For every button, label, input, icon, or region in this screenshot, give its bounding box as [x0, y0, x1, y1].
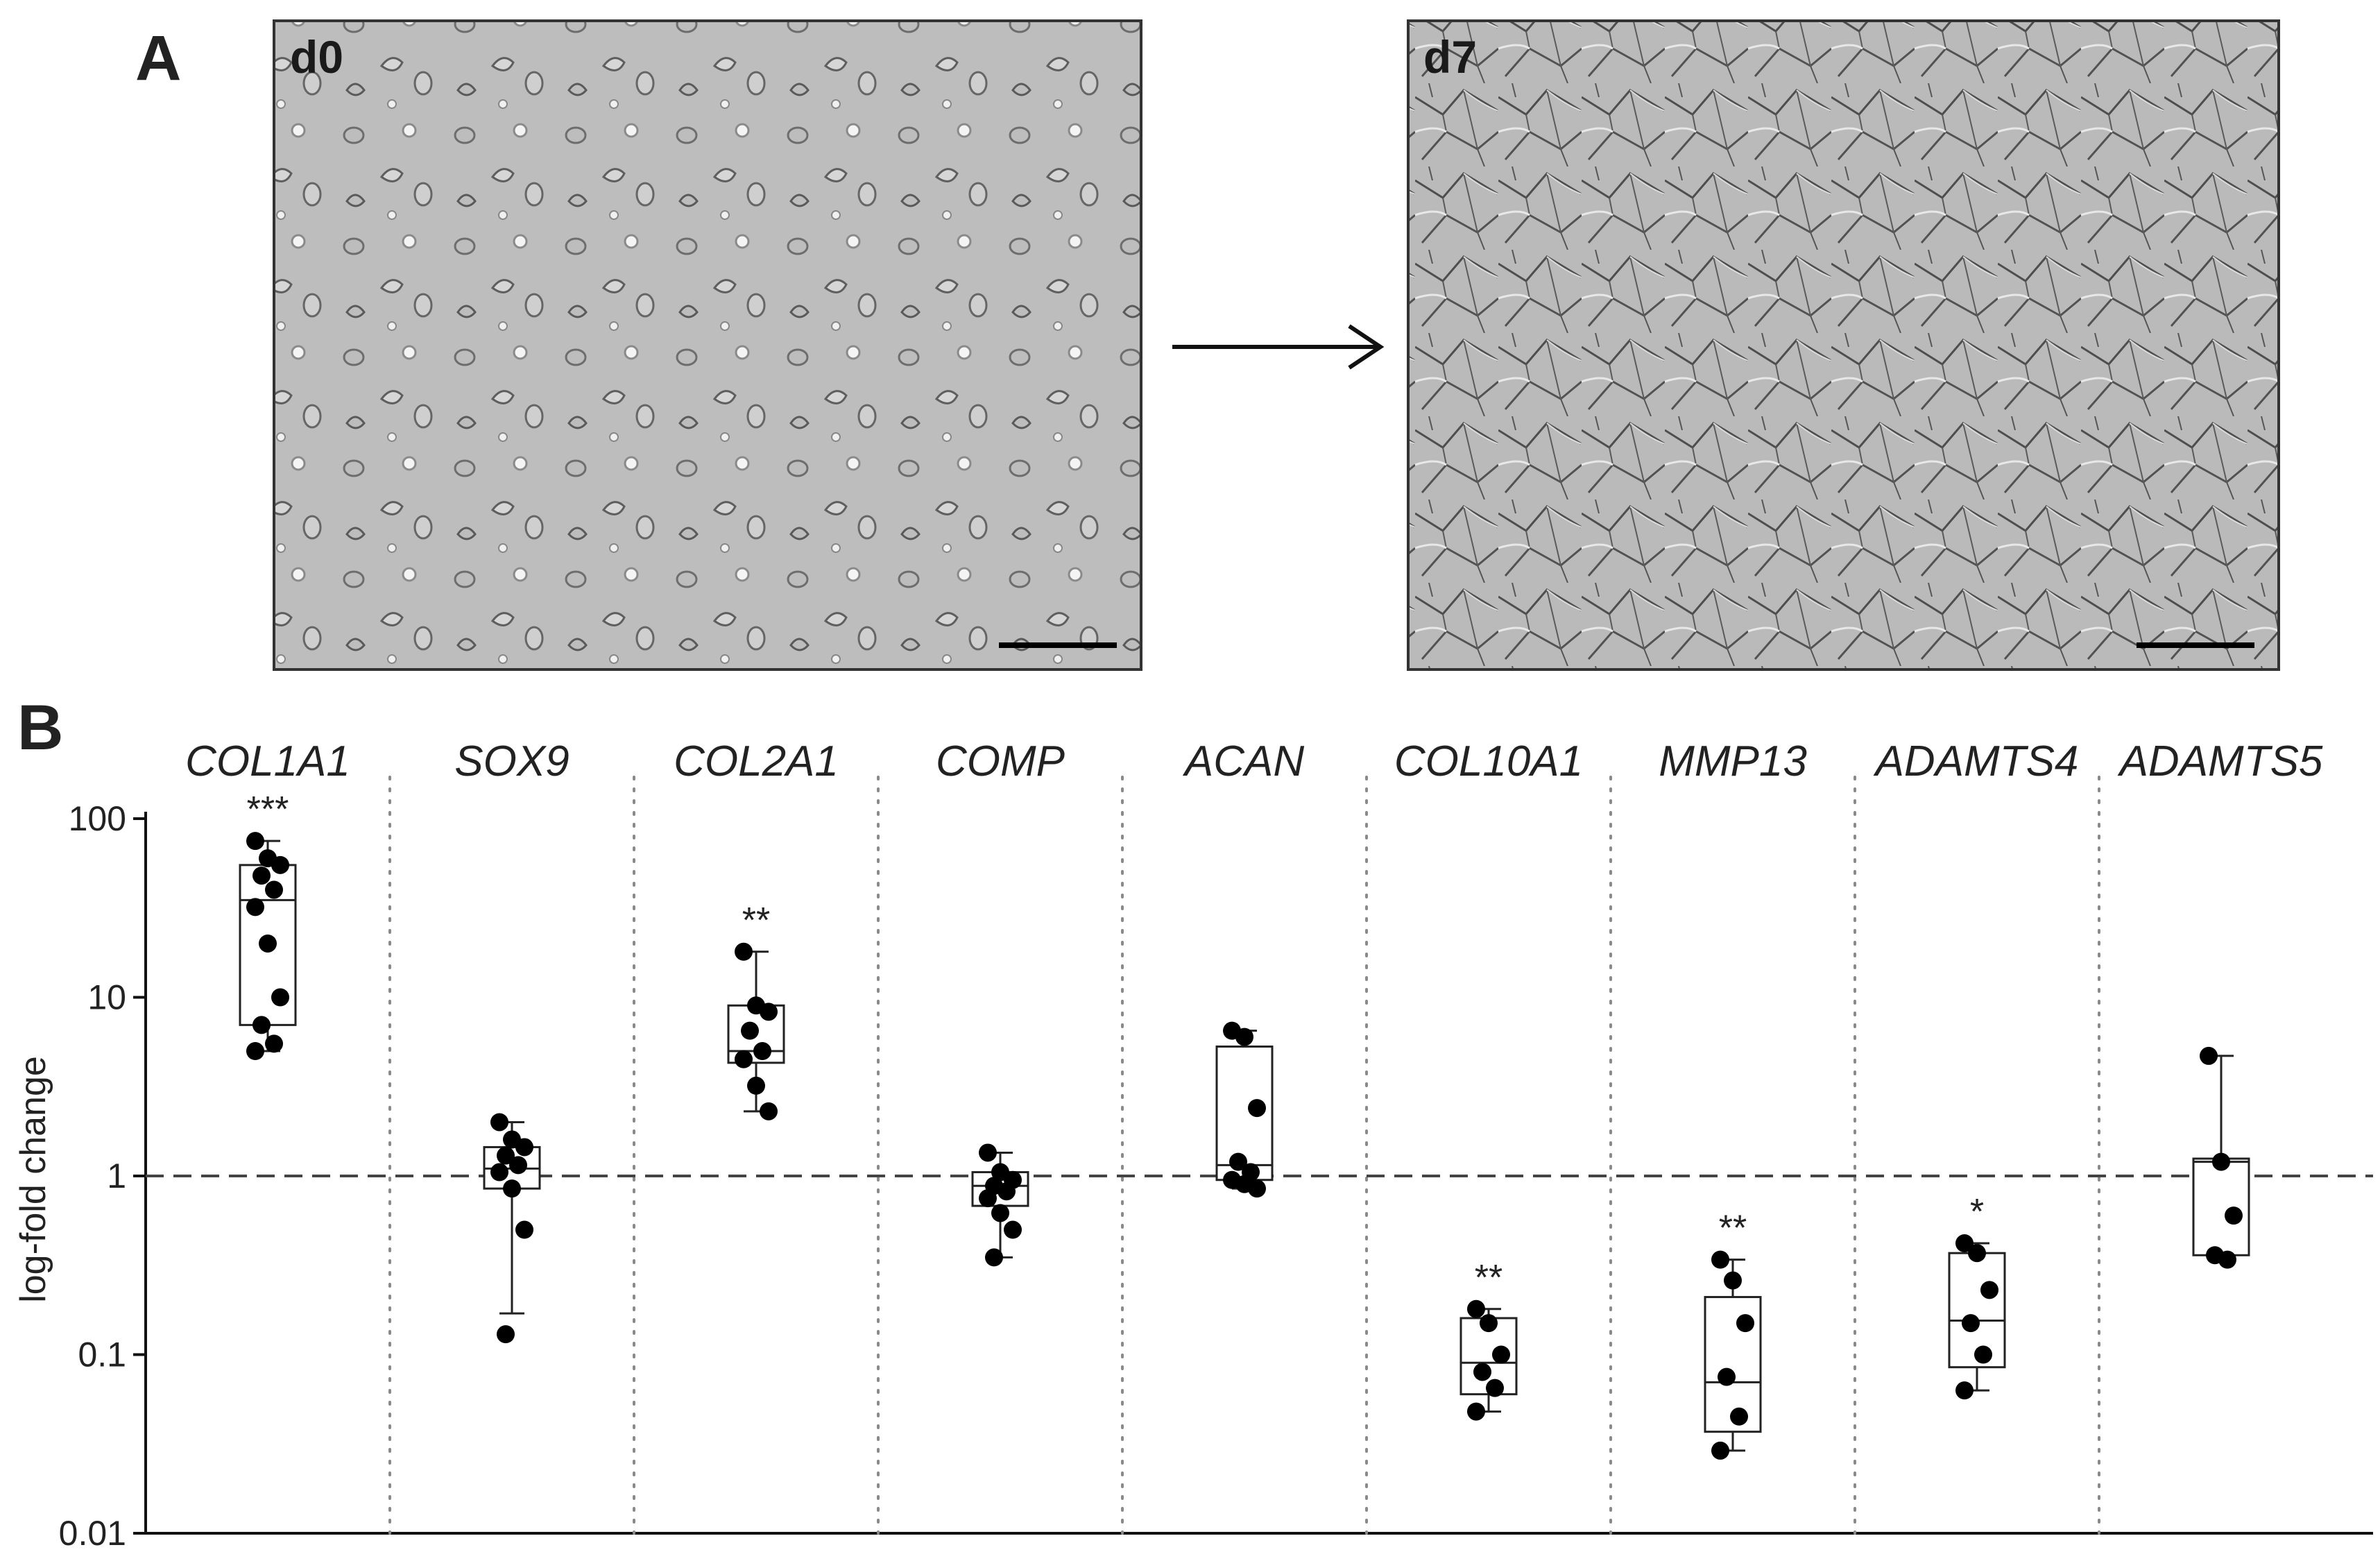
data-point: [1711, 1250, 1729, 1269]
data-point: [246, 1042, 264, 1061]
data-point: [271, 855, 289, 874]
data-point: [515, 1138, 533, 1157]
gene-label: COL10A1: [1394, 737, 1583, 785]
gene-label: ADAMTS4: [1873, 737, 2079, 785]
data-point: [1229, 1152, 1247, 1171]
data-point: [1248, 1179, 1266, 1198]
data-point: [2200, 1046, 2218, 1065]
data-point: [1718, 1367, 1736, 1386]
data-point: [985, 1248, 1003, 1267]
cell-micrograph-icon: [273, 19, 1142, 671]
gene-label: SOX9: [454, 737, 569, 785]
significance-label: ***: [247, 790, 289, 830]
data-point: [1730, 1407, 1748, 1426]
data-point: [1711, 1441, 1729, 1460]
data-point: [252, 867, 271, 885]
gene-label: ACAN: [1182, 737, 1304, 785]
y-tick-label: 0.1: [78, 1336, 126, 1374]
micrograph-d0: d0: [273, 19, 1142, 671]
data-point: [1968, 1244, 1986, 1263]
gene-label: ADAMTS5: [2117, 737, 2323, 785]
data-point: [747, 1076, 765, 1095]
micrograph-label-d7: d7: [1423, 31, 1477, 83]
data-point: [497, 1325, 515, 1344]
data-point: [1955, 1381, 1974, 1400]
data-point: [1736, 1314, 1754, 1333]
significance-label: **: [1475, 1258, 1503, 1298]
data-point: [991, 1204, 1009, 1222]
data-point: [979, 1189, 997, 1208]
data-point: [265, 880, 283, 899]
data-point: [246, 832, 264, 851]
gene-label: MMP13: [1659, 737, 1807, 785]
y-axis-label: log-fold change: [13, 1056, 53, 1303]
micrograph-d7: d7: [1407, 19, 2280, 671]
gene-label: COL2A1: [674, 737, 839, 785]
cell-micrograph-icon: [1407, 19, 2280, 671]
data-point: [259, 934, 277, 953]
data-point: [998, 1182, 1016, 1201]
panel-letter-b: B: [17, 692, 63, 763]
data-point: [2218, 1250, 2236, 1269]
significance-label: **: [1719, 1209, 1747, 1249]
data-point: [760, 1003, 778, 1021]
data-point: [490, 1163, 508, 1182]
significance-label: **: [742, 901, 770, 941]
data-point: [265, 1034, 283, 1053]
data-point: [1980, 1281, 1998, 1299]
data-point: [979, 1143, 997, 1162]
y-tick-label: 100: [69, 799, 126, 838]
gene-label: COL1A1: [185, 737, 350, 785]
gene-label: COMP: [936, 737, 1065, 785]
data-point: [1248, 1099, 1266, 1118]
data-point: [2212, 1152, 2230, 1171]
significance-label: *: [1970, 1192, 1984, 1232]
data-point: [735, 942, 753, 961]
data-point: [515, 1220, 533, 1239]
data-point: [1962, 1314, 1980, 1333]
data-point: [1480, 1314, 1498, 1333]
data-point: [1955, 1234, 1974, 1253]
data-point: [1486, 1379, 1504, 1397]
y-tick-label: 1: [107, 1157, 126, 1195]
data-point: [246, 898, 264, 916]
data-point: [753, 1042, 771, 1061]
data-point: [1492, 1345, 1510, 1364]
data-point: [735, 1050, 753, 1068]
panel-letter-a: A: [135, 23, 181, 94]
data-point: [760, 1102, 778, 1120]
data-point: [1724, 1271, 1742, 1290]
micrograph-label-d0: d0: [290, 31, 343, 83]
data-point: [509, 1156, 527, 1175]
data-point: [252, 1016, 271, 1034]
data-point: [490, 1113, 508, 1132]
data-point: [741, 1021, 759, 1040]
data-point: [1235, 1027, 1253, 1046]
data-point: [2225, 1206, 2243, 1225]
box: [2192, 1157, 2250, 1256]
y-tick-label: 0.01: [59, 1514, 126, 1553]
data-point: [1004, 1220, 1022, 1239]
data-point: [503, 1179, 521, 1198]
y-tick-label: 10: [87, 978, 126, 1017]
data-point: [497, 1146, 515, 1165]
data-point: [1467, 1299, 1485, 1318]
data-point: [1467, 1402, 1485, 1421]
data-point: [1473, 1363, 1491, 1381]
data-point: [271, 988, 289, 1007]
data-point: [1974, 1345, 1992, 1364]
right-arrow-icon: [1172, 324, 1385, 370]
